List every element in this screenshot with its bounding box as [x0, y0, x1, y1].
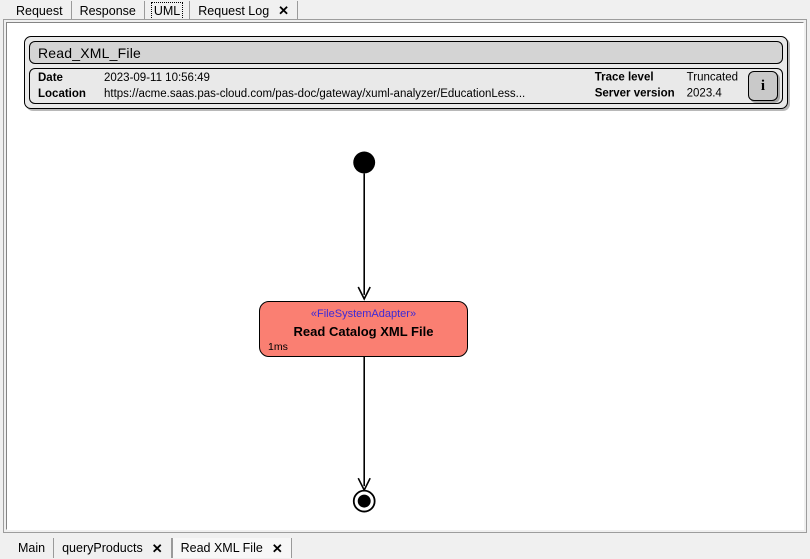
initial-node[interactable] [353, 151, 376, 174]
bottom-tab-query-products-label: queryProducts [62, 541, 143, 555]
top-tab-strip: Request Response UML Request Log ✕ [0, 0, 810, 20]
diagram-meta-box: Date 2023-09-11 10:56:49 Location https:… [29, 68, 783, 104]
diagram-title-box: Read_XML_File [29, 41, 783, 64]
trace-level-label: Trace level [594, 71, 654, 84]
diagram-meta-left: Date 2023-09-11 10:56:49 Location https:… [38, 71, 525, 102]
diagram-header-card: Read_XML_File Date 2023-09-11 10:56:49 L… [24, 36, 788, 109]
date-label: Date [38, 71, 63, 84]
bottom-tab-read-xml-file-label: Read XML File [180, 541, 263, 555]
tab-uml-label: UML [150, 1, 184, 20]
top-tab-list: Request Response UML Request Log ✕ [8, 1, 299, 20]
trace-level-value: Truncated [686, 71, 738, 84]
bottom-tab-list: Main queryProducts ✕ Read XML File ✕ [10, 538, 292, 558]
tab-uml[interactable]: UML [144, 1, 191, 20]
location-value: https://acme.saas.pas-cloud.com/pas-doc/… [104, 87, 526, 100]
uml-graphics-layer [352, 151, 376, 513]
bottom-tab-main[interactable]: Main [10, 538, 55, 558]
activity-node-title: Read Catalog XML File [293, 324, 434, 339]
activity-node-duration: 1ms [268, 341, 288, 353]
diagram-canvas[interactable]: Read_XML_File Date 2023-09-11 10:56:49 L… [8, 24, 802, 528]
bottom-tab-read-xml-file-close-icon[interactable]: ✕ [271, 540, 283, 556]
server-version-label: Server version [594, 87, 675, 100]
tab-request-log-label: Request Log [198, 3, 270, 18]
final-node[interactable] [357, 494, 371, 508]
activity-node-read-catalog-xml-file[interactable]: «FileSystemAdapter» Read Catalog XML Fil… [259, 301, 468, 357]
server-version-value: 2023.4 [686, 87, 722, 100]
date-value: 2023-09-11 10:56:49 [104, 71, 210, 84]
location-label: Location [38, 87, 86, 100]
tab-request-log[interactable]: Request Log ✕ [190, 1, 299, 20]
bottom-tab-strip: Main queryProducts ✕ Read XML File ✕ [0, 537, 810, 559]
page-title: Read_XML_File [38, 44, 141, 61]
bottom-tab-main-label: Main [18, 541, 46, 555]
tab-response[interactable]: Response [71, 1, 145, 20]
bottom-tab-query-products[interactable]: queryProducts ✕ [54, 538, 172, 558]
diagram-meta-right: Trace level Truncated Server version 202… [595, 71, 738, 102]
uml-panel-inner-border: Read_XML_File Date 2023-09-11 10:56:49 L… [6, 22, 804, 530]
tab-response-label: Response [79, 3, 136, 18]
tab-request-label: Request [16, 3, 63, 18]
tab-request[interactable]: Request [8, 1, 72, 20]
bottom-tab-query-products-close-icon[interactable]: ✕ [151, 540, 163, 556]
activity-node-stereotype: «FileSystemAdapter» [310, 308, 417, 320]
arrowhead-initial-to-activity [357, 286, 371, 301]
info-button[interactable]: i [748, 71, 778, 101]
tab-request-log-close-icon[interactable]: ✕ [278, 3, 290, 18]
info-icon: i [760, 77, 766, 94]
uml-panel: Read_XML_File Date 2023-09-11 10:56:49 L… [3, 19, 807, 533]
bottom-tab-read-xml-file[interactable]: Read XML File ✕ [171, 538, 292, 558]
